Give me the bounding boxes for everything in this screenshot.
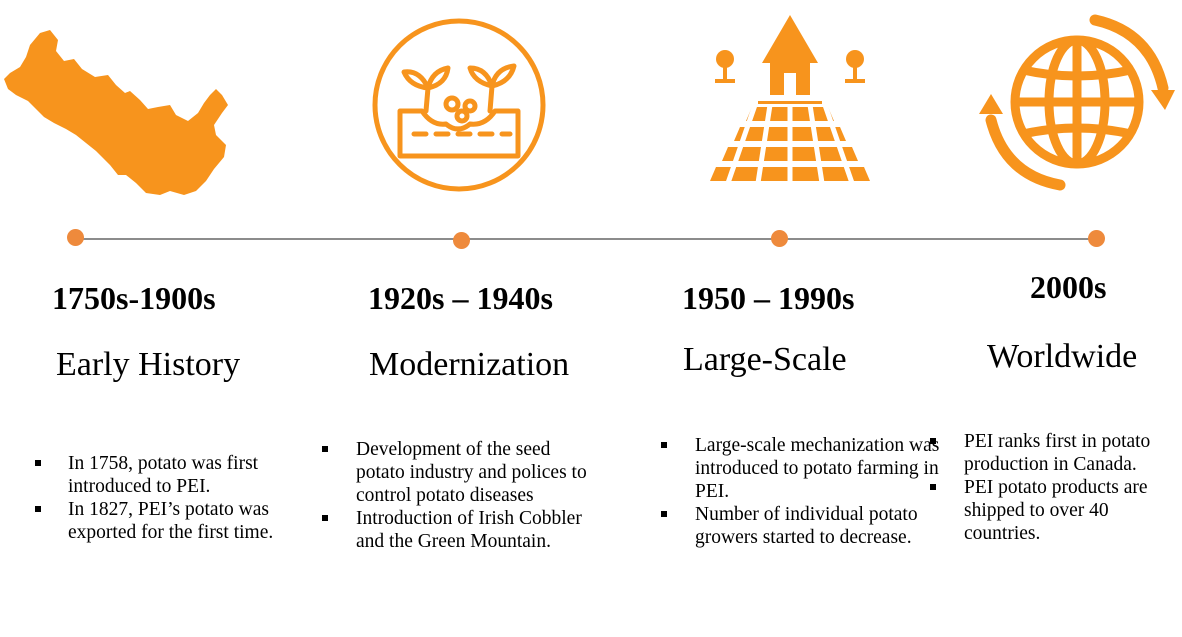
globe-arrows-icon bbox=[979, 14, 1175, 191]
period-title: Worldwide bbox=[987, 338, 1138, 375]
period-years: 1920s – 1940s bbox=[368, 280, 553, 316]
period-title: Early History bbox=[56, 346, 241, 383]
period-title: Modernization bbox=[369, 346, 570, 383]
bullet-item: Development of the seed potato industry … bbox=[322, 438, 596, 507]
bullet-item: In 1827, PEI’s potato was exported for t… bbox=[35, 498, 283, 544]
bullet-list: In 1758, potato was first introduced to … bbox=[35, 452, 283, 544]
bullet-list: PEI ranks first in potato production in … bbox=[930, 430, 1174, 545]
bullet-item: Introduction of Irish Cobbler and the Gr… bbox=[322, 507, 596, 553]
timeline-dot bbox=[67, 229, 84, 246]
timeline-dot bbox=[453, 232, 470, 249]
bullet-item: Large-scale mechanization was introduced… bbox=[661, 434, 945, 503]
timeline-dot bbox=[771, 230, 788, 247]
timeline-line bbox=[75, 238, 1097, 240]
bullet-list: Large-scale mechanization was introduced… bbox=[661, 434, 945, 549]
bullet-list: Development of the seed potato industry … bbox=[322, 438, 596, 553]
sprouting-soil-icon bbox=[372, 18, 546, 192]
bullet-item: PEI ranks first in potato production in … bbox=[930, 430, 1174, 476]
period-years: 1950 – 1990s bbox=[682, 280, 855, 316]
bullet-item: PEI potato products are shipped to over … bbox=[930, 476, 1174, 545]
bullet-item: In 1758, potato was first introduced to … bbox=[35, 452, 283, 498]
timeline-dot bbox=[1088, 230, 1105, 247]
farm-field-icon bbox=[710, 15, 870, 184]
period-title: Large-Scale bbox=[683, 341, 847, 378]
period-years: 1750s-1900s bbox=[52, 280, 216, 316]
pei-map-icon bbox=[4, 30, 228, 195]
period-years: 2000s bbox=[1030, 269, 1107, 305]
bullet-item: Number of individual potato growers star… bbox=[661, 503, 945, 549]
